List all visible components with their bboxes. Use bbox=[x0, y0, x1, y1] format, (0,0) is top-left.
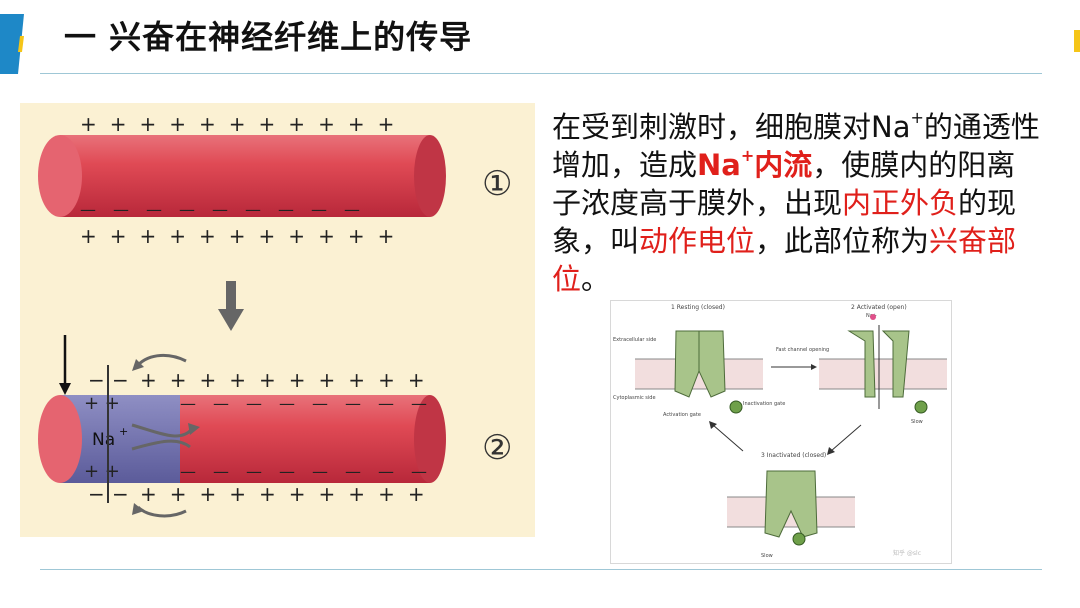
svg-text:+ +: + + bbox=[84, 461, 120, 482]
svg-text:++++++++++: ++++++++++ bbox=[140, 368, 438, 392]
sodium-channel-diagram: 1 Resting (closed) 2 Activated (open) 3 … bbox=[613, 304, 947, 559]
down-arrow-icon bbox=[218, 281, 244, 331]
resting-fiber: +++++++++++ ————————— ————————— ++++++++… bbox=[38, 112, 446, 248]
svg-text:−: − bbox=[112, 368, 129, 392]
sodium-channel-figure: 1 Resting (closed) 2 Activated (open) 3 … bbox=[610, 300, 952, 564]
svg-text:Na: Na bbox=[92, 430, 115, 450]
svg-text:Activation gate: Activation gate bbox=[663, 412, 701, 418]
nerve-fiber-diagram: +++++++++++ ————————— ————————— ++++++++… bbox=[38, 112, 512, 518]
watermark: 知乎 @slc bbox=[893, 549, 921, 557]
svg-text:Extracellular side: Extracellular side bbox=[613, 337, 656, 343]
svg-text:++++++++++: ++++++++++ bbox=[140, 482, 438, 506]
svg-text:————————: ———————— bbox=[180, 394, 444, 413]
svg-text:Slow: Slow bbox=[761, 553, 773, 559]
nerve-fiber-figure: +++++++++++ ————————— ————————— ++++++++… bbox=[20, 103, 535, 537]
svg-text:3 Inactivated (closed): 3 Inactivated (closed) bbox=[761, 452, 826, 459]
svg-text:−: − bbox=[112, 482, 129, 506]
explanation-text: 在受到刺激时，细胞膜对Na+的通透性增加，造成Na+内流，使膜内的阳离子浓度高于… bbox=[552, 108, 1040, 296]
svg-text:—————————: ————————— bbox=[80, 200, 377, 219]
svg-text:Slow: Slow bbox=[911, 419, 923, 425]
excited-fiber: − − ++++++++++ + + ———————— + + ————————… bbox=[38, 335, 446, 518]
svg-text:————————: ———————— bbox=[180, 462, 444, 481]
right-accent-mark bbox=[1074, 30, 1080, 52]
svg-text:1 Resting (closed): 1 Resting (closed) bbox=[671, 304, 725, 311]
svg-text:Fast channel opening: Fast channel opening bbox=[776, 347, 829, 353]
svg-text:+ +: + + bbox=[84, 393, 120, 414]
title-divider bbox=[40, 73, 1042, 74]
label-one: ① bbox=[482, 164, 512, 204]
svg-text:+: + bbox=[119, 425, 128, 438]
svg-text:2 Activated (open): 2 Activated (open) bbox=[851, 304, 907, 311]
svg-text:−: − bbox=[88, 482, 105, 506]
svg-text:+++++++++++: +++++++++++ bbox=[80, 112, 407, 136]
page-title: 一 兴奋在神经纤维上的传导 bbox=[64, 18, 473, 56]
svg-text:Inactivation gate: Inactivation gate bbox=[743, 401, 785, 407]
title-accent-bar bbox=[0, 14, 24, 74]
svg-text:−: − bbox=[88, 368, 105, 392]
svg-text:Cytoplasmic side: Cytoplasmic side bbox=[613, 395, 656, 401]
footer-divider bbox=[40, 569, 1042, 570]
svg-text:+++++++++++: +++++++++++ bbox=[80, 224, 407, 248]
label-two: ② bbox=[482, 428, 512, 468]
